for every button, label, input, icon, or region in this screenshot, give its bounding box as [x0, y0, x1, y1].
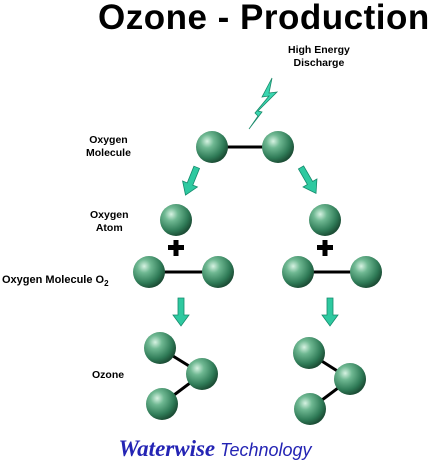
arrow-left-split-icon [182, 165, 201, 196]
plus-sign-left-icon [168, 240, 184, 256]
oxygen-atom-label-line2: Atom [95, 222, 123, 234]
o2-molecule-right-atom-1 [282, 256, 314, 288]
top-molecule-atom-left [196, 131, 228, 163]
footer-brand-name: Waterwise [118, 436, 216, 461]
oxygen-molecule-o2-text: Oxygen Molecule O [2, 274, 105, 286]
o2-molecule-left-atom-1 [133, 256, 165, 288]
oxygen-molecule-label-line2: Molecule [86, 147, 131, 159]
page-title: Ozone - Production [98, 0, 430, 37]
footer-brand-suffix: Technology [215, 440, 312, 460]
oxygen-atom-label: Oxygen Atom [90, 209, 129, 235]
arrow-right-split-icon [297, 165, 318, 195]
oxygen-atom-label-line1: Oxygen [90, 209, 129, 221]
ozone-molecule-left [144, 332, 218, 420]
footer-brand: Waterwise Technology [0, 436, 430, 462]
top-molecule-atom-right [262, 131, 294, 163]
o2-molecule-right-atom-2 [350, 256, 382, 288]
oxygen-molecule-o2-label: Oxygen Molecule O2 [2, 274, 109, 288]
discharge-label-line1: High Energy [288, 44, 350, 56]
oxygen-molecule-label-line1: Oxygen [89, 134, 128, 146]
arrow-down-right-icon [321, 297, 339, 327]
oxygen-atom-right [309, 204, 341, 236]
discharge-label-line2: Discharge [293, 57, 345, 69]
lightning-bolt-icon [248, 77, 279, 130]
oxygen-atom-left [160, 204, 192, 236]
arrow-down-left-icon [172, 297, 190, 327]
ozone-label: Ozone [92, 369, 125, 381]
plus-sign-right-icon [317, 240, 333, 256]
discharge-label: High Energy Discharge [288, 44, 350, 70]
o2-subscript: 2 [104, 279, 109, 289]
oxygen-molecule-label: Oxygen Molecule [86, 134, 131, 160]
o2-molecule-left-atom-2 [202, 256, 234, 288]
ozone-molecule-right [293, 337, 366, 425]
